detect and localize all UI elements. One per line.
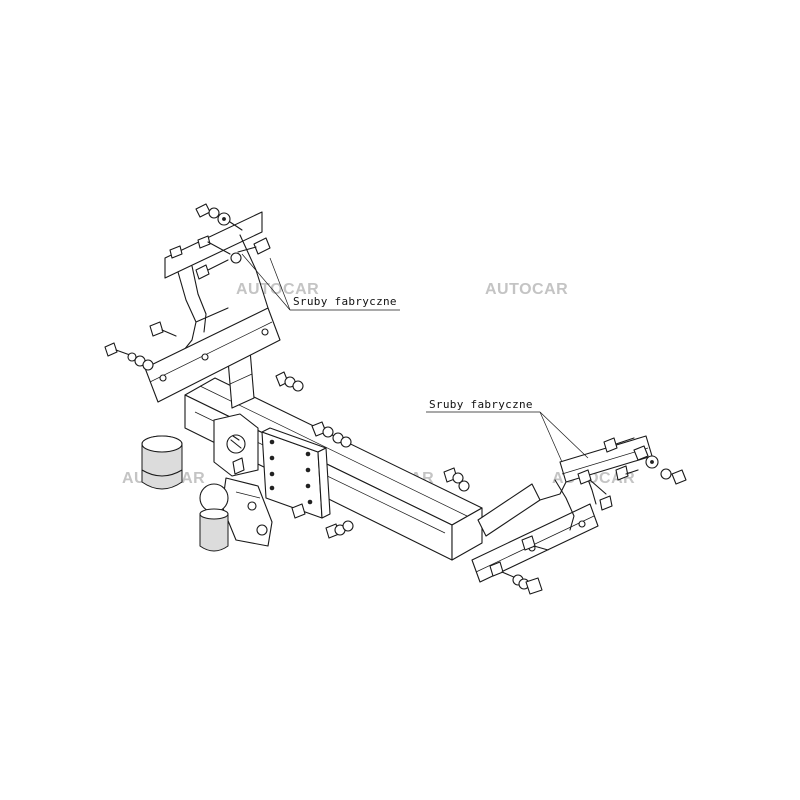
left-factory-bolts bbox=[169, 203, 271, 280]
right-side-bracket bbox=[471, 435, 653, 583]
left-side-bolts bbox=[104, 321, 177, 371]
callout-leaders bbox=[241, 253, 589, 463]
tow-ball-assembly bbox=[141, 435, 273, 552]
right-lower-bolts bbox=[489, 535, 549, 595]
callout-label-right: Sruby fabryczne bbox=[429, 398, 533, 411]
watermark-autocar-2: AUTOCAR bbox=[485, 281, 568, 298]
watermark-layer: AUTOCAR AUTOCAR AUTOCAR AUTOCAR AUTOCAR bbox=[122, 281, 635, 487]
callout-label-left: Sruby fabryczne bbox=[293, 295, 397, 308]
center-bolts bbox=[275, 371, 470, 539]
right-factory-bolts bbox=[577, 437, 687, 511]
watermark-autocar-1: AUTOCAR bbox=[236, 281, 319, 298]
left-side-bracket bbox=[144, 211, 281, 403]
center-mounting-plate bbox=[213, 413, 331, 519]
